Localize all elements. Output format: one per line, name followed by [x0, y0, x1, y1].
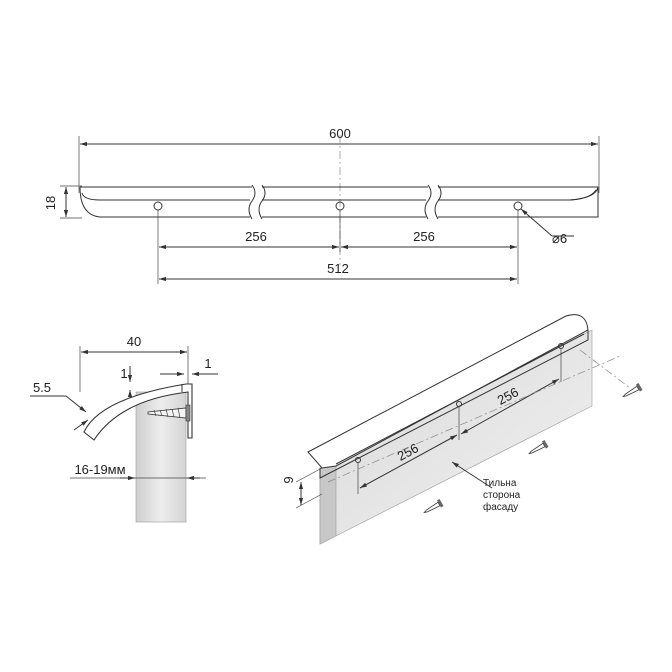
dim-overall-length: 600: [329, 126, 351, 141]
screw-icon: [528, 440, 549, 455]
dimension-line-256-iso-a: [359, 434, 458, 489]
break-symbol: [258, 184, 266, 220]
note-back-side-line1: Тильна: [483, 478, 517, 489]
break-symbol: [248, 184, 256, 220]
dimension-arrow: [65, 395, 87, 413]
dim-lip-thickness: 1: [204, 356, 211, 371]
mount-hole: [513, 201, 523, 211]
note-back-side-line3: фасаду: [483, 501, 518, 513]
handle-iso: [307, 314, 589, 469]
iso-view: 256 256 9 Тильна сторона фасаду: [281, 314, 643, 545]
leader-line: [451, 461, 493, 489]
extension-line: [295, 467, 323, 483]
mount-hole: [153, 201, 163, 211]
dim-edge-offset: 9: [281, 476, 296, 483]
dim-hole-diameter: ⌀6: [552, 231, 567, 246]
break-symbol: [434, 184, 442, 220]
dim-spacing-left: 256: [245, 229, 267, 244]
dimension-line-256-iso-b: [460, 378, 560, 435]
center-line-iso: [579, 349, 631, 389]
screw-icon: [622, 383, 643, 398]
note-back-side-line2: сторона: [483, 490, 521, 501]
dim-profile-width: 40: [127, 334, 141, 349]
center-line-iso: [327, 355, 621, 483]
dimension-arrow: [73, 419, 89, 431]
screw-icon: [423, 499, 444, 514]
leader-line: [520, 208, 553, 237]
screw-icon: [147, 404, 191, 422]
profile-view: 40 1 1 5.5 16-19мм: [30, 334, 218, 523]
dim-facade-thickness: 16-19мм: [74, 462, 125, 477]
handle-profile-section: [83, 383, 193, 441]
break-symbol: [424, 184, 432, 220]
dim-lip-vertical: 1: [120, 366, 127, 381]
dim-spacing-right: 256: [413, 229, 435, 244]
top-view: 600 18 256 256: [43, 126, 600, 284]
dim-height: 18: [43, 196, 58, 210]
dim-curve-thickness: 5.5: [33, 380, 51, 395]
dim-hole-span: 512: [327, 261, 349, 276]
extension-line: [295, 493, 323, 509]
